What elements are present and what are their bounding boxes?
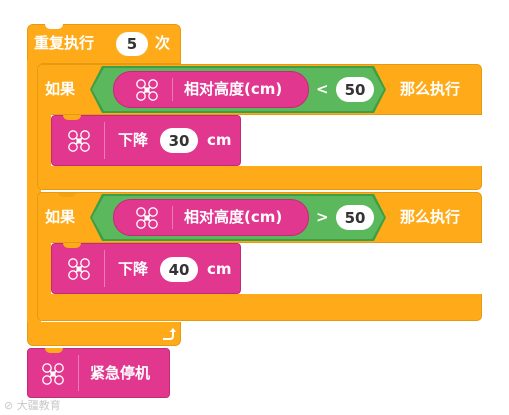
descend-block-2[interactable]: [51, 243, 241, 294]
emergency-stop-block[interactable]: [27, 348, 170, 398]
sensor-height-label: 相对高度(cm): [184, 80, 283, 98]
then-label: 那么执行: [400, 208, 461, 226]
descend-label: 下降: [118, 260, 149, 278]
descend-block-1-notch: [63, 115, 81, 120]
operator-symbol: >: [316, 208, 329, 226]
repeat-label: 重复执行: [34, 34, 95, 52]
repeat-block-header[interactable]: [27, 24, 181, 64]
if-block-1-footer[interactable]: [37, 166, 482, 190]
drone-icon: [68, 130, 90, 152]
divider: [172, 206, 173, 229]
repeat-block-notch: [45, 24, 63, 29]
divider: [104, 250, 105, 287]
sensor-height-block-2[interactable]: [113, 199, 309, 236]
if-block-1-arm: [37, 112, 51, 172]
repeat-count-input[interactable]: 5: [116, 32, 148, 56]
compare-value-input[interactable]: 50: [336, 77, 374, 102]
divider: [78, 355, 79, 391]
if-block-2-notch: [58, 192, 76, 197]
sensor-height-block-1[interactable]: [113, 71, 309, 108]
sensor-height-label: 相对高度(cm): [184, 208, 283, 226]
repeat-block-footer[interactable]: [27, 322, 181, 346]
then-label: 那么执行: [400, 80, 461, 98]
watermark-icon: ⊘: [4, 399, 14, 412]
if-label: 如果: [45, 80, 76, 98]
if-label: 如果: [45, 208, 76, 226]
drone-icon: [42, 363, 64, 385]
operator-symbol: <: [316, 80, 329, 98]
if-block-2-arm: [37, 240, 51, 298]
descend-label: 下降: [118, 131, 149, 149]
descend-block-1[interactable]: [51, 115, 241, 166]
watermark-text: 大疆教育: [16, 399, 61, 412]
if-block-2-footer[interactable]: [37, 294, 482, 321]
descend-unit-label: cm: [207, 260, 232, 278]
drone-icon: [68, 258, 90, 280]
descend-distance-input[interactable]: 40: [160, 257, 198, 282]
repeat-unit-label: 次: [155, 34, 171, 52]
drone-icon: [136, 207, 158, 229]
divider: [172, 78, 173, 101]
watermark: ⊘ 大疆教育: [4, 397, 61, 413]
descend-unit-label: cm: [207, 131, 232, 149]
drone-icon: [136, 79, 158, 101]
compare-value-input[interactable]: 50: [336, 205, 374, 230]
emergency-stop-label: 紧急停机: [90, 364, 151, 382]
divider: [104, 122, 105, 159]
descend-block-2-notch: [63, 243, 81, 248]
descend-distance-input[interactable]: 30: [160, 128, 198, 153]
emergency-stop-notch: [45, 348, 63, 353]
loop-arrow-icon: [163, 328, 176, 340]
